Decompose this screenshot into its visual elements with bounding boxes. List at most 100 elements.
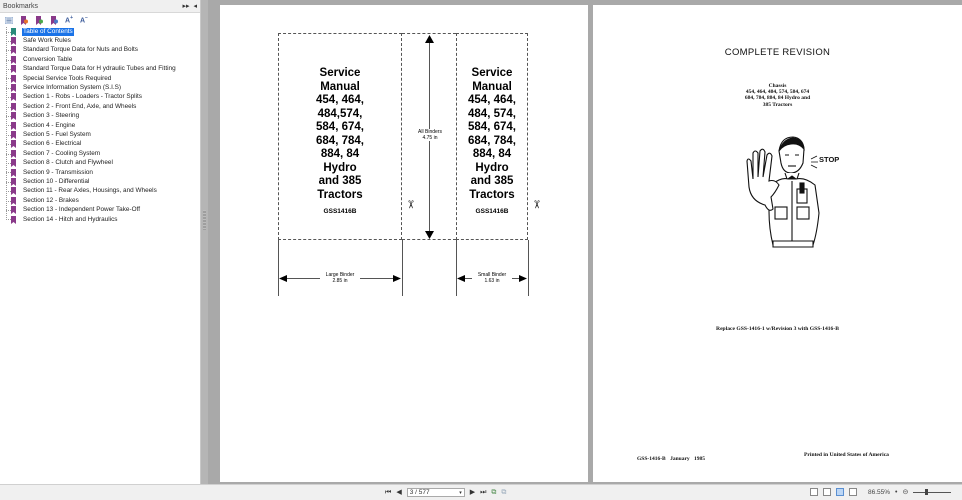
bookmark-icon <box>11 65 16 74</box>
bookmark-item[interactable]: Section 4 - Engine <box>6 121 200 130</box>
last-page-icon[interactable]: ⏭ <box>480 489 487 496</box>
continuous-facing-view-button[interactable] <box>849 488 857 496</box>
bookmark-item[interactable]: Section 5 - Fuel System <box>6 130 200 139</box>
bookmark-label: Section 4 - Engine <box>23 121 76 129</box>
spine-line: and 385 <box>318 175 362 187</box>
bookmark-item[interactable]: Section 3 - Steering <box>6 112 200 121</box>
bookmark-item[interactable]: Section 13 - Independent Power Take-Off <box>6 205 200 215</box>
bookmark-label: Conversion Table <box>23 55 73 63</box>
copy-icon[interactable]: ⧉ <box>501 489 507 496</box>
bookmarks-title: Bookmarks <box>3 2 39 10</box>
bookmark-icon <box>11 159 16 168</box>
options-menu-icon[interactable] <box>5 16 13 25</box>
continuous-view-button[interactable] <box>823 488 831 496</box>
zoom-slider[interactable] <box>913 488 952 496</box>
bookmark-label: Section 3 - Steering <box>23 112 80 120</box>
spine-line: Service <box>471 67 513 79</box>
extension-line <box>528 240 529 296</box>
splitter-grip-icon[interactable] <box>203 210 206 230</box>
bookmark-label: Safe Work Rules <box>23 37 71 45</box>
spine-line: Service <box>319 67 361 79</box>
revision-title: COMPLETE REVISION <box>724 47 831 58</box>
spine-line: 684, 784, 884, 84 Hydro and <box>744 95 811 102</box>
spine-line: 385 Tractors <box>762 101 793 108</box>
zoom-slider-thumb[interactable] <box>925 489 929 495</box>
zoom-menu-icon[interactable]: • <box>895 488 898 496</box>
bookmark-label: Special Service Tools Required <box>23 74 112 82</box>
bookmark-icon <box>11 121 16 130</box>
large-spine-code: GSS1416B <box>323 208 357 215</box>
first-page-icon[interactable]: ⏮ <box>385 489 392 496</box>
bookmark-item[interactable]: Conversion Table <box>6 55 200 64</box>
expand-panel-icon[interactable]: ▸▸ <box>182 3 190 10</box>
bookmark-label: Section 11 - Rear Axles, Housings, and W… <box>23 187 157 195</box>
bookmark-item[interactable]: Section 11 - Rear Axles, Housings, and W… <box>6 187 200 196</box>
add-bookmark-icon[interactable] <box>20 15 28 25</box>
bookmark-label: Section 1 - Robs - Loaders - Tractor Spl… <box>23 93 142 101</box>
spine-line: 884, 84 <box>472 148 512 160</box>
bookmark-icon <box>11 112 16 121</box>
facing-view-button[interactable] <box>836 488 844 496</box>
decrease-font-button[interactable]: A− <box>79 15 88 25</box>
bookmark-item[interactable]: Section 12 - Brakes <box>6 196 200 205</box>
bookmark-label: Section 13 - Independent Power Take-Off <box>23 206 140 214</box>
bookmark-label: Standard Torque Data for H ydraulic Tube… <box>23 65 176 73</box>
scissors-icon: ✂ <box>530 199 543 210</box>
bookmark-item[interactable]: Section 9 - Transmission <box>6 168 200 177</box>
bookmarks-panel: Bookmarks ▸▸ ◂ A+ A− Table of Conte <box>0 0 201 484</box>
rotate-icon[interactable]: ⧉ <box>491 489 497 496</box>
close-panel-icon[interactable]: ◂ <box>193 3 197 10</box>
bookmark-item[interactable]: Section 1 - Robs - Loaders - Tractor Spl… <box>6 93 200 102</box>
printed-in-notice: Printed in United States of America <box>804 452 889 458</box>
next-page-icon[interactable]: ▶ <box>469 489 476 496</box>
bookmarks-toolbar: A+ A− <box>0 13 200 27</box>
spine-line: Tractors <box>317 188 363 201</box>
small-spine-cutout <box>456 33 528 240</box>
page-dropdown-icon[interactable]: ▾ <box>459 489 462 496</box>
bookmark-item[interactable]: Section 2 - Front End, Axle, and Wheels <box>6 102 200 111</box>
spine-line: Hydro <box>475 161 509 174</box>
bookmark-item[interactable]: Special Service Tools Required <box>6 74 200 83</box>
delete-bookmark-icon[interactable] <box>50 15 58 25</box>
bookmark-label: Section 2 - Front End, Axle, and Wheels <box>23 102 137 110</box>
scissors-icon: ✂ <box>404 199 417 210</box>
increase-font-button[interactable]: A+ <box>65 15 73 25</box>
bookmark-item[interactable]: Section 6 - Electrical <box>6 140 200 149</box>
bookmark-icon <box>11 102 16 111</box>
view-controls: 86.55% • ⊝ <box>810 488 952 496</box>
spine-line: 484,574, <box>317 107 363 120</box>
bookmark-item[interactable]: Table of Contents <box>6 27 200 36</box>
bookmark-item[interactable]: Standard Torque Data for Nuts and Bolts <box>6 46 200 55</box>
bookmark-item[interactable]: Section 14 - Hitch and Hydraulics <box>6 215 200 224</box>
panel-splitter[interactable] <box>201 0 208 484</box>
small-binder-label: Small Binder 1.63 in <box>472 272 512 284</box>
bookmark-item[interactable]: Service Information System (S.I.S) <box>6 83 200 93</box>
bookmark-item[interactable]: Standard Torque Data for H ydraulic Tube… <box>6 65 200 74</box>
extension-line <box>456 240 457 296</box>
small-spine-code: GSS1416B <box>475 208 509 215</box>
zoom-out-icon[interactable]: ⊝ <box>902 489 909 496</box>
previous-page-icon[interactable]: ◀ <box>396 489 402 496</box>
large-spine-cutout <box>278 33 402 240</box>
zoom-level[interactable]: 86.55% <box>868 488 891 496</box>
tree-connector <box>6 27 7 220</box>
bookmark-item[interactable]: Safe Work Rules <box>6 36 200 46</box>
spine-line: Chassis <box>768 83 787 89</box>
add-child-bookmark-icon[interactable] <box>35 15 43 25</box>
bookmark-item[interactable]: Section 7 - Cooling System <box>6 149 200 158</box>
spine-line: Hydro <box>323 161 357 174</box>
single-page-view-button[interactable] <box>810 488 818 496</box>
bookmark-icon <box>11 140 16 149</box>
bookmark-icon <box>11 46 16 55</box>
bookmark-label: Standard Torque Data for Nuts and Bolts <box>23 46 138 54</box>
bookmark-label: Section 8 - Clutch and Flywheel <box>23 159 113 167</box>
bookmark-icon <box>11 27 16 36</box>
bookmark-item[interactable]: Section 8 - Clutch and Flywheel <box>6 158 200 168</box>
page-number-input[interactable]: 3 / 577 ▾ <box>406 488 465 497</box>
spine-line: 684, 784, <box>468 134 516 147</box>
bookmark-item[interactable]: Section 10 - Differential <box>6 177 200 186</box>
large-binder-label: Large Binder 2.85 in <box>320 272 360 284</box>
